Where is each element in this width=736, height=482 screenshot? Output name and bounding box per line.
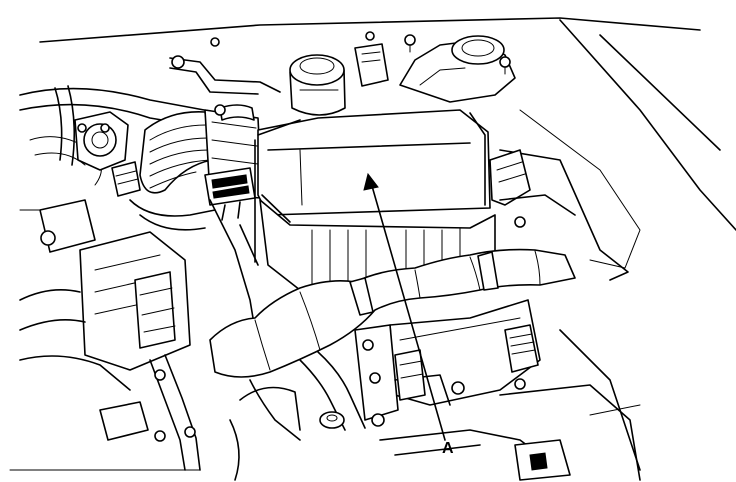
air-outlet-hose xyxy=(209,248,576,441)
reservoir-cap xyxy=(289,54,346,116)
callout-leader-a xyxy=(363,172,446,441)
strut-tower xyxy=(399,34,516,103)
lower-components xyxy=(229,386,641,481)
body-panel-outlines xyxy=(9,17,736,481)
maf-sensor xyxy=(204,104,263,221)
connector-block xyxy=(210,31,389,87)
left-side-components xyxy=(19,55,281,253)
intake-manifold xyxy=(19,231,201,471)
intake-duct xyxy=(129,111,216,231)
callout-label-a: A xyxy=(442,440,454,457)
ecm-bracket xyxy=(354,299,541,427)
